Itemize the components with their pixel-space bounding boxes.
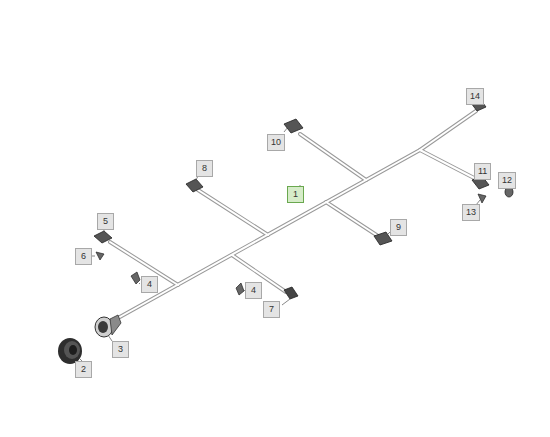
- callout-number: 6: [75, 248, 92, 265]
- trunk-wire: [118, 111, 476, 318]
- harness-wires: [110, 111, 478, 318]
- branch-wire: [326, 202, 378, 236]
- callout-number: 2: [75, 361, 92, 378]
- connector: [94, 99, 513, 299]
- callout-number: 10: [267, 134, 285, 151]
- callout-number: 4: [245, 282, 262, 299]
- callout-number: 8: [196, 160, 213, 177]
- branch-wire: [420, 150, 478, 180]
- callout-number: 1: [287, 186, 304, 203]
- branch-wire: [198, 190, 268, 235]
- clip: [96, 194, 486, 295]
- callout-number: 12: [498, 172, 516, 189]
- callout-number: 4: [141, 276, 158, 293]
- callout-number: 14: [466, 88, 484, 105]
- callout-number: 9: [390, 219, 407, 236]
- callout-number: 11: [474, 163, 491, 180]
- branch-wire: [300, 134, 366, 180]
- callout-number: 3: [112, 341, 129, 358]
- callout-number: 7: [263, 301, 280, 318]
- leader-line: [79, 102, 512, 361]
- round-plug: [95, 315, 121, 337]
- callout-number: 13: [462, 204, 480, 221]
- callout-number: 5: [97, 213, 114, 230]
